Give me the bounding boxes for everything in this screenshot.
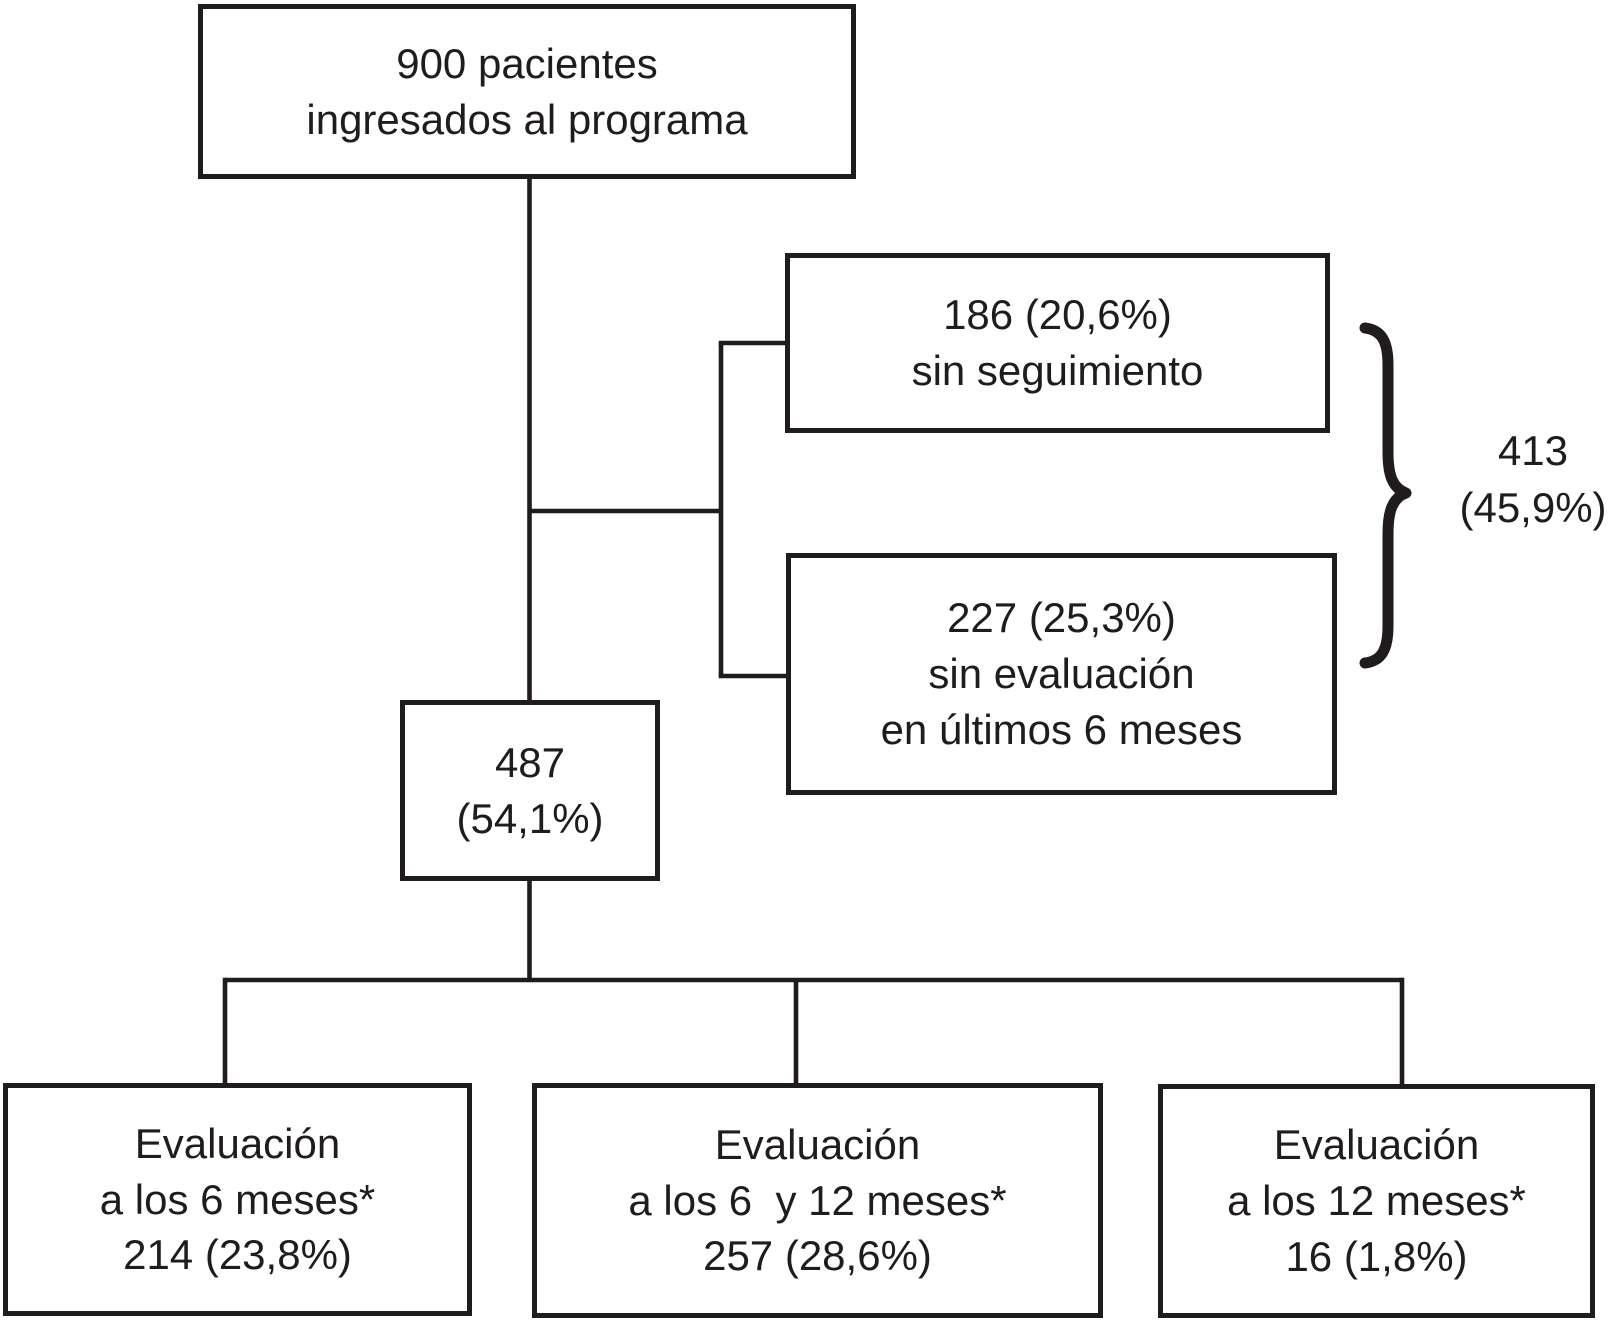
connector-group [222, 177, 1405, 1087]
brace-label-lost-total: 413 (45,9%) [1459, 427, 1607, 532]
node-eval-12-months: Evaluación a los 12 meses* 16 (1,8%) [1158, 1084, 1595, 1318]
curly-brace [1359, 322, 1412, 669]
node-followed: 487 (54,1%) [400, 700, 660, 881]
node-eval-6-months: Evaluación a los 6 meses* 214 (23,8%) [3, 1083, 472, 1316]
node-total-patients: 900 pacientes ingresados al programa [198, 4, 856, 179]
node-eval-6-and-12-months: Evaluación a los 6 y 12 meses* 257 (28,6… [532, 1083, 1103, 1318]
node-no-followup: 186 (20,6%) sin seguimiento [785, 253, 1330, 433]
node-no-evaluation: 227 (25,3%) sin evaluación en últimos 6 … [786, 553, 1337, 795]
